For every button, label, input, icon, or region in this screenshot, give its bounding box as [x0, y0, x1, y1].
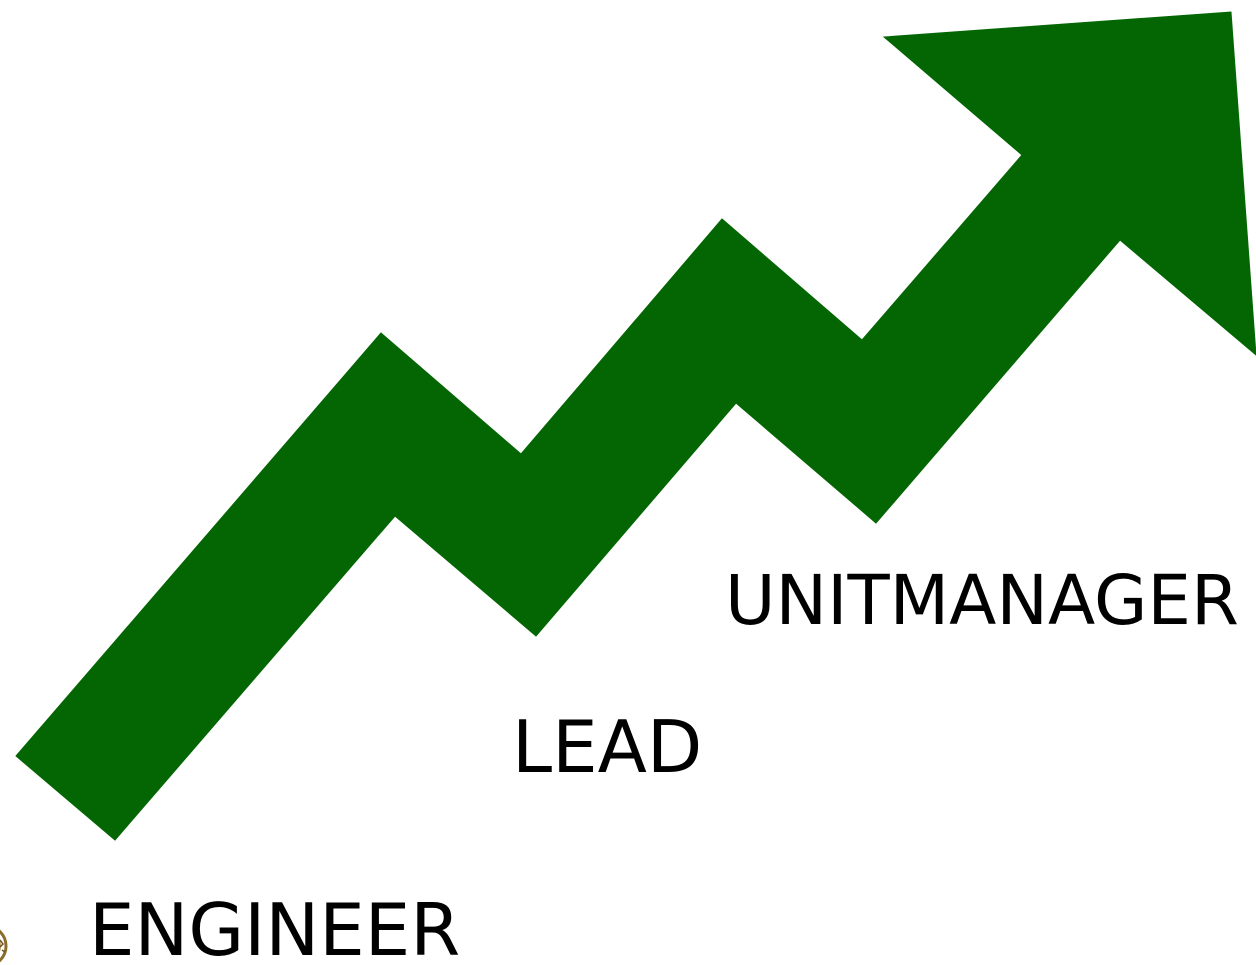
stage-label-engineer: ENGINEER [89, 888, 461, 965]
seal-fragment-icon [0, 929, 8, 963]
zigzag-arrow-shape [15, 11, 1256, 841]
stage-label-unit-manager: UNITMANAGER [725, 561, 1239, 641]
stage-label-lead: LEAD [512, 705, 703, 789]
